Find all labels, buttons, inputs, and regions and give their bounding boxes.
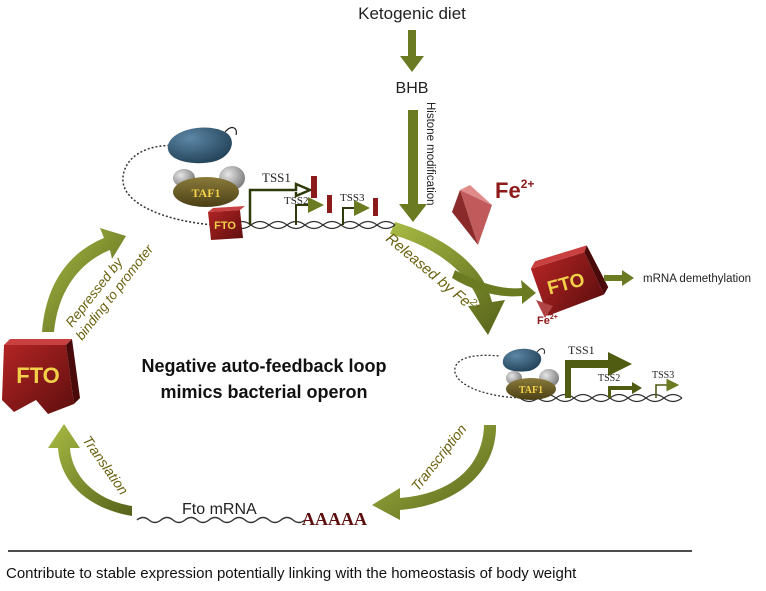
tss2-block <box>327 195 332 213</box>
bhb-label: BHB <box>396 80 429 97</box>
bound-iron-label: Fe2+ <box>537 314 558 327</box>
tss1-arrow <box>248 182 314 225</box>
tss3-active-arrow <box>655 378 680 398</box>
tss3-label-top: TSS3 <box>340 192 365 204</box>
released-arrow <box>390 222 505 335</box>
center-title-line-2: mimics bacterial operon <box>160 382 367 402</box>
fto-bound-label: FTO <box>214 220 236 232</box>
fto-protein-translated: FTO <box>2 339 80 414</box>
released-branch-arrow <box>452 270 536 304</box>
iron-ion-pyramid <box>452 185 492 245</box>
chromatin-loop <box>122 144 216 226</box>
fto-protein-free: FTO <box>530 245 609 316</box>
active-promoter-complex: TAF1 TSS1 TSS2 TSS3 <box>454 343 683 403</box>
tss2-label-top: TSS2 <box>284 195 308 207</box>
dna-strand-b <box>214 220 396 230</box>
demethylation-arrow <box>604 270 634 286</box>
taf1-complex <box>173 177 239 207</box>
histone-modification-label: Histone modification <box>424 102 436 206</box>
rna-pol-blob <box>167 127 232 164</box>
footer-caption: Contribute to stable expression potentia… <box>6 565 577 582</box>
tss1-label-active: TSS1 <box>568 343 595 357</box>
repressed-promoter-complex: TAF1 FTO TSS1 TSS2 TSS3 <box>122 126 396 240</box>
tss3-arrow <box>342 200 370 225</box>
tss2-arrow <box>295 197 324 225</box>
mrna-demethylation-label: mRNA demethylation <box>643 273 751 285</box>
tss1-label-top: TSS1 <box>262 170 291 185</box>
active-rna-pol-tail <box>536 348 545 355</box>
bound-iron-pyramid <box>536 300 553 318</box>
ketogenic-diet-label: Ketogenic diet <box>358 4 466 23</box>
tss3-block <box>373 198 378 216</box>
center-title-line-1: Negative auto-feedback loop <box>141 356 386 376</box>
translation-arrow <box>48 424 132 516</box>
diet-to-bhb-arrow <box>400 30 424 72</box>
rna-pol-tail <box>224 126 237 136</box>
transcription-arrow <box>372 425 497 520</box>
fto-translated-label: FTO <box>16 363 60 388</box>
iron-ion-label: Fe2+ <box>495 177 534 203</box>
iron-ion-charge: 2+ <box>521 177 535 191</box>
active-rna-pol-blob <box>502 348 542 372</box>
taf1-label-top: TAF1 <box>191 186 220 200</box>
tss3-label-active: TSS3 <box>652 370 674 381</box>
tss2-active-arrow <box>608 382 642 398</box>
active-chromatin-loop <box>454 354 521 399</box>
tss1-block <box>311 176 317 198</box>
bound-iron-symbol: Fe <box>537 315 550 327</box>
fto-bound-promoter: FTO <box>208 206 245 240</box>
active-taf1-complex <box>506 378 556 400</box>
fto-mrna-strand <box>136 516 306 524</box>
polya-tail: AAAAA <box>302 509 367 529</box>
active-dna-strand-a <box>519 393 683 403</box>
taf1-label-active: TAF1 <box>519 385 543 396</box>
fto-mrna-label: Fto mRNA <box>182 501 257 518</box>
bhb-down-arrow <box>399 110 427 222</box>
repression-arrow <box>42 228 126 332</box>
iron-ion-symbol: Fe <box>495 178 521 203</box>
tss2-label-active: TSS2 <box>598 373 620 384</box>
tss1-active-arrow <box>565 352 632 398</box>
bound-iron-charge: 2+ <box>550 314 558 321</box>
